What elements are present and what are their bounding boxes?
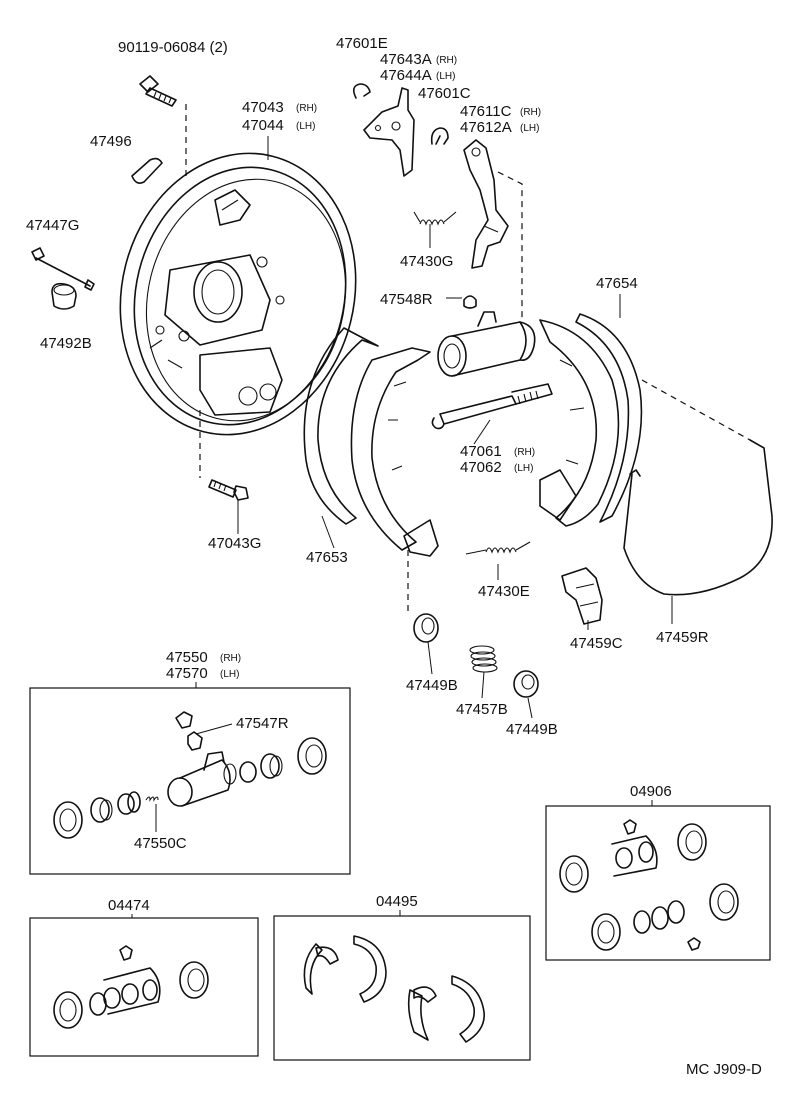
cylinder-kit-box: [29, 687, 351, 875]
cup-part: [51, 282, 77, 310]
label-cyl-rh: 47550: [166, 649, 208, 666]
clip-c2-part: [561, 567, 603, 625]
label-clip-c: 47601C: [418, 85, 471, 102]
label-lever-rh: 47643A: [380, 51, 432, 68]
label-kit-c: 04495: [376, 893, 418, 910]
label-adjuster-rh-side: (RH): [514, 447, 535, 458]
label-strut-rh: 47611C: [460, 103, 512, 120]
clip-e-part: [352, 83, 371, 99]
rear-shoe-part: [539, 313, 643, 527]
backing-plate-part: [119, 152, 357, 436]
spring-e-part: [465, 541, 531, 555]
label-lever-rh-side: (RH): [436, 55, 457, 66]
bolt-part: [139, 75, 177, 107]
adjuster-part: [431, 383, 553, 430]
label-cyl-bleeder: 47547R: [236, 715, 289, 732]
wheel-cylinder-part: [437, 311, 536, 377]
kit-04906-box: [545, 805, 771, 961]
spring-b-part: [469, 645, 498, 673]
cable-part: [623, 439, 773, 596]
label-shoe-front: 47653: [306, 549, 348, 566]
label-spring-e: 47430E: [478, 583, 530, 600]
label-plate-lh: 47044: [242, 117, 284, 134]
kit-04474-box: [29, 917, 259, 1057]
label-bolt-g: 47043G: [208, 535, 261, 552]
label-spring-g: 47430G: [400, 253, 453, 270]
label-cable: 47459R: [656, 629, 709, 646]
kit-04495-box: [273, 915, 531, 1061]
label-clip-e: 47601E: [336, 35, 388, 52]
label-cup: 47492B: [40, 335, 92, 352]
label-bolt: 90119-06084 (2): [118, 39, 228, 56]
label-plate-rh: 47043: [242, 99, 284, 116]
label-strut-lh: 47612A: [460, 119, 512, 136]
label-plate-lh-side: (LH): [296, 121, 315, 132]
label-lever-lh: 47644A: [380, 67, 432, 84]
label-cyl-lh: 47570: [166, 665, 208, 682]
cylinder-exploded-part: [53, 711, 327, 839]
label-diagram-code: MC J909-D: [686, 1061, 762, 1078]
kit-04474-parts: [53, 945, 209, 1029]
label-cyl-spring: 47550C: [134, 835, 187, 852]
retainer-2-part: [513, 670, 539, 698]
spring-g-part: [413, 211, 457, 226]
label-lever-lh-side: (LH): [436, 71, 455, 82]
clip-c-part: [430, 127, 449, 145]
front-shoe-part: [303, 327, 439, 557]
label-spring-b: 47457B: [456, 701, 508, 718]
plug-part: [131, 157, 163, 184]
kit-04495-parts: [303, 935, 485, 1043]
label-plate-rh-side: (RH): [296, 103, 317, 114]
lever-part: [363, 87, 415, 177]
kit-04906-parts: [559, 819, 739, 951]
pin-part: [31, 247, 95, 291]
label-adjuster-lh: 47062: [460, 459, 502, 476]
label-kit-a: 04906: [630, 783, 672, 800]
label-retainer-2: 47449B: [506, 721, 558, 738]
label-adjuster-rh: 47061: [460, 443, 502, 460]
label-bleeder-r: 47548R: [380, 291, 433, 308]
label-clip-c2: 47459C: [570, 635, 623, 652]
label-cyl-rh-side: (RH): [220, 653, 241, 664]
bolt-g-part: [208, 479, 249, 501]
label-adjuster-lh-side: (LH): [514, 463, 533, 474]
label-shoe-rear: 47654: [596, 275, 638, 292]
label-strut-rh-side: (RH): [520, 107, 541, 118]
strut-part: [463, 139, 509, 269]
strut-guide-line: [497, 171, 523, 318]
leader-lines: [237, 136, 673, 719]
label-pin: 47447G: [26, 217, 79, 234]
label-cyl-lh-side: (LH): [220, 669, 239, 680]
label-strut-lh-side: (LH): [520, 123, 539, 134]
label-plug: 47496: [90, 133, 132, 150]
bleeder-r-part: [463, 295, 477, 309]
retainer-1-part: [413, 613, 439, 643]
label-kit-b: 04474: [108, 897, 150, 914]
cable-guide-line: [641, 379, 751, 441]
label-retainer-1: 47449B: [406, 677, 458, 694]
